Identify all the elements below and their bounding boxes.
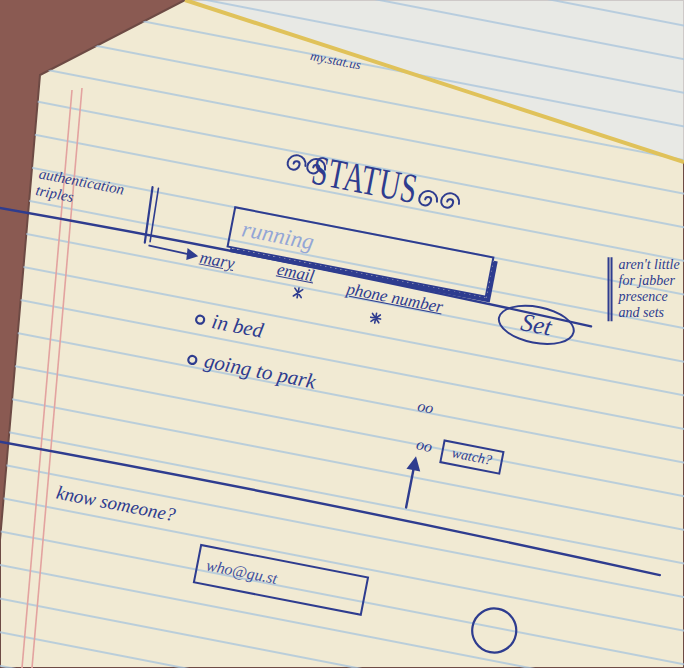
box-text: running [240,216,316,255]
box-text: Set [519,308,554,341]
bracket-bar [142,187,156,243]
invite-input: who@gu.st [193,544,369,616]
arrow-head [406,455,422,471]
swirl-stroke [418,189,439,207]
swirl-stroke [287,154,308,172]
option-link: email [275,261,315,286]
title-swirl [418,187,461,211]
box-text: who@gu.st [205,557,279,588]
option-link: mary [198,249,236,273]
box-text: watch? [451,445,494,468]
swirl-stroke [440,192,461,210]
bracket-bar [148,188,160,241]
watch-button: watch? [439,439,504,474]
side-note: aren't little for jabber presence and se… [608,257,684,321]
invite-prompt: know someone? [55,483,177,526]
page-title: STATUS [308,148,421,212]
asterisk-mark [293,287,303,298]
set-button: Set [494,299,578,351]
eyes-icon: oo [415,436,434,456]
list-bullet [195,315,204,324]
status-item: going to park [202,349,317,392]
status-item: in bed [210,310,265,342]
option-link: phone number [345,280,444,316]
separator-line [0,428,661,575]
leader-arrow [149,246,190,255]
page-binding [185,0,684,162]
arrow-head [185,248,199,262]
margin-note: authentication triples [34,165,147,219]
eyes-icon: oo [416,398,435,418]
list-bullet [188,355,197,364]
separator-line [0,202,592,327]
page-url: my.stat.us [309,49,362,72]
leader-arrow [406,464,414,507]
asterisk-mark [370,312,382,324]
round-button [468,605,520,657]
